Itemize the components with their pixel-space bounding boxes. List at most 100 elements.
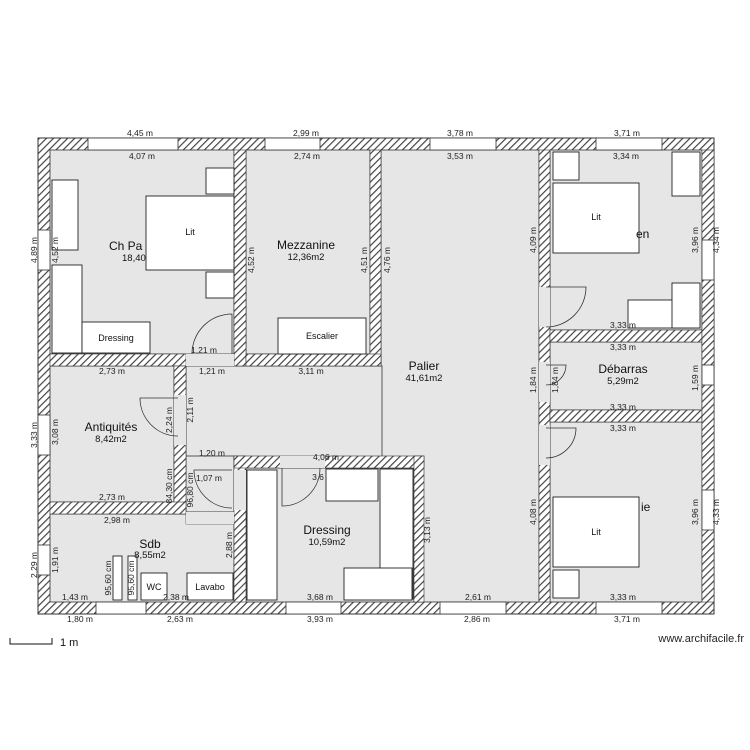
room-labels: Ch Pa 18,40 Mezzanine 12,36m2 Palier 41,… (85, 227, 651, 561)
dim-dress-right: 3,13 m (422, 517, 432, 543)
dim-mez-left: 4,52 m (246, 247, 256, 273)
dim-ant-bot: 2,73 m (99, 492, 125, 502)
dim-bot-outer-4: 2,86 m (464, 614, 490, 624)
label-escalier: Escalier (306, 331, 338, 341)
room-area-ch-pa: 18,40 (122, 253, 146, 264)
nightstand-ch-pa-top (205, 167, 235, 195)
dimension-labels-v: 4,89 m 3,33 m 2,29 m 4,52 m 3,08 m 1,91 … (29, 227, 721, 595)
dim-left-outer-3: 2,29 m (29, 552, 39, 578)
dim-palier-right-3: 4,08 m (528, 499, 538, 525)
door-swing-deb (545, 364, 567, 386)
bed-ch-pa (145, 195, 235, 271)
dim-left-outer-2: 3,33 m (29, 422, 39, 448)
desk-en-b (671, 282, 701, 329)
dim-sdb-right: 2,88 m (224, 532, 234, 558)
dim-left-outer-1: 4,89 m (29, 237, 39, 263)
dim-bot-inner-3: 3,68 m (307, 592, 333, 602)
wardrobe-en-right (671, 151, 701, 197)
door-swing-dress (281, 467, 321, 507)
scale-label: 1 m (60, 637, 78, 649)
room-area-dressing: 10,59m2 (309, 537, 346, 548)
dim-bot-outer-5: 3,71 m (614, 614, 640, 624)
room-name-palier: Palier (409, 359, 440, 373)
dim-top-inner-2: 2,74 m (294, 151, 320, 161)
dim-right-inner-3: 3,96 m (690, 499, 700, 525)
wardrobe-ch-pa-corner (51, 264, 83, 354)
watermark: www.archifacile.fr (657, 633, 744, 645)
dim-bot-outer-1: 1,80 m (67, 614, 93, 624)
dim-top-outer-1: 4,45 m (127, 128, 153, 138)
dim-palier-right-1: 4,09 m (528, 227, 538, 253)
label-lit-3: Lit (591, 527, 601, 537)
floor-antiquites (49, 365, 175, 503)
room-area-debarras: 5,29m2 (607, 376, 639, 387)
dim-bot-outer-2: 2,63 m (167, 614, 193, 624)
room-name-chambre-en: en (636, 227, 649, 241)
dim-ant-right: 2,24 m (164, 407, 174, 433)
dim-dress-36: 3,6 (312, 472, 324, 482)
dim-top-inner-1: 4,07 m (129, 151, 155, 161)
wc-box (140, 572, 168, 601)
shelf-dress-top (325, 468, 379, 502)
nightstand-en-top (552, 151, 580, 181)
dim-top-outer-3: 3,78 m (447, 128, 473, 138)
dim-sdb-9560b: 95,60 cm (126, 561, 136, 596)
room-name-dressing: Dressing (303, 523, 350, 537)
bathtub-b (127, 555, 138, 601)
dim-bot-inner-1: 1,43 m (62, 592, 88, 602)
dim-bot-inner-2: 2,38 m (163, 592, 189, 602)
label-lit-2: Lit (591, 212, 601, 222)
dim-corr-0430: 84,30 cm (164, 469, 174, 504)
furniture-labels: Lit Lit Lit Dressing Escalier WC Lavabo (98, 212, 601, 592)
dim-bot-inner-5: 3,33 m (610, 592, 636, 602)
dressing-ch-pa (81, 321, 151, 354)
door-swing-corr (193, 469, 233, 509)
dim-ch-pa-corr: 1,21 m (199, 366, 225, 376)
dim-corr-211: 2,11 m (185, 397, 195, 422)
floor-debarras (549, 341, 703, 411)
room-area-mezzanine: 12,36m2 (288, 252, 325, 263)
room-name-ch-pa: Ch Pa (109, 239, 143, 253)
dim-right-inner-2: 1,59 m (690, 365, 700, 391)
door-swing-ant (139, 397, 179, 437)
dim-left-inner-2: 3,08 m (50, 419, 60, 445)
dim-mez-right: 4,51 m (359, 247, 369, 273)
room-name-chambre-ie: ie (641, 500, 651, 514)
dim-top-inner-4: 3,34 m (613, 151, 639, 161)
dim-left-inner-1: 4,52 m (50, 237, 60, 263)
room-name-sdb: Sdb (139, 537, 161, 551)
floor-palier-corridor (185, 365, 383, 459)
room-area-antiquites: 8,42m2 (95, 434, 127, 445)
dim-top-inner-3: 3,53 m (447, 151, 473, 161)
room-name-debarras: Débarras (598, 362, 647, 376)
door-swing-ch-pa (191, 313, 233, 355)
room-area-palier: 41,61m2 (406, 373, 443, 384)
dim-corr-107: 1,07 m (196, 473, 222, 483)
nightstand-ch-pa-bot (205, 271, 235, 299)
bed-chambre-en (552, 182, 640, 254)
escalier-box (277, 317, 367, 355)
dim-top-outer-4: 3,71 m (614, 128, 640, 138)
dim-sdb-top: 2,98 m (104, 515, 130, 525)
dim-deb-left: 1,84 m (550, 367, 560, 393)
dim-sdb-9560a: 95,60 cm (103, 561, 113, 596)
room-area-sdb: 8,55m2 (134, 550, 166, 561)
wardrobe-dress-left (246, 469, 278, 601)
dim-ant-top: 2,73 m (99, 366, 125, 376)
dim-deb-bot: 3,33 m (610, 402, 636, 412)
dim-mez-right-b: 4,76 m (382, 247, 392, 273)
dim-ch-pa-door: 1,21 m (191, 345, 217, 355)
door-openings (174, 287, 550, 524)
label-lit-1: Lit (185, 227, 195, 237)
door-swing-ie (545, 427, 577, 459)
windows (37, 137, 715, 615)
shelf-dress-bot (343, 567, 413, 601)
label-wc: WC (147, 582, 162, 592)
dim-en-bot: 3,33 m (610, 320, 636, 330)
dimension-labels-h: 4,45 m 2,99 m 3,78 m 3,71 m 4,07 m 2,74 … (62, 128, 640, 624)
dim-top-outer-2: 2,99 m (293, 128, 319, 138)
dim-ie-top: 3,33 m (610, 423, 636, 433)
dim-deb-top: 3,33 m (610, 342, 636, 352)
dim-bot-outer-3: 3,93 m (307, 614, 333, 624)
